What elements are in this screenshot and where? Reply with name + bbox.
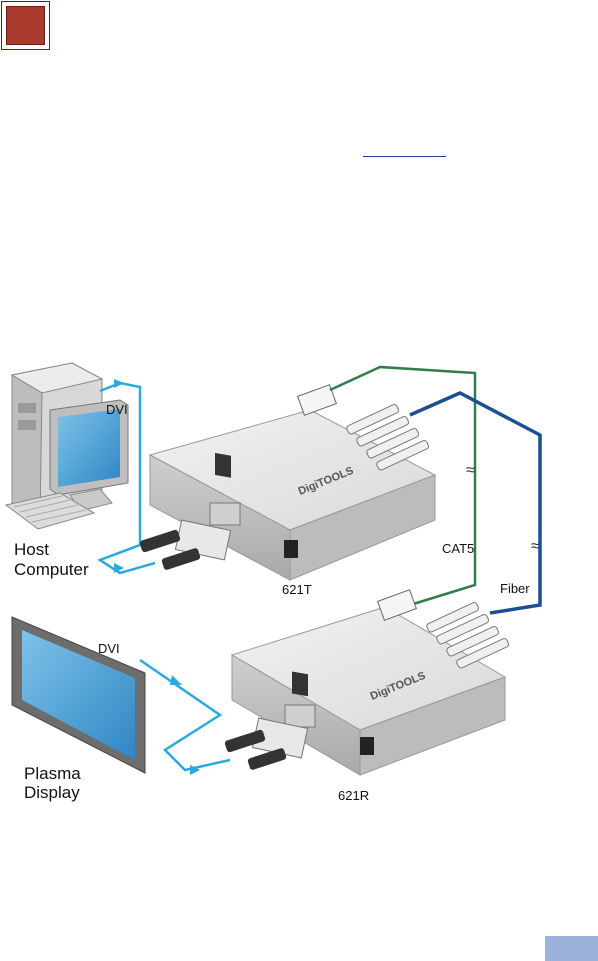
page-number-tab — [545, 936, 598, 961]
cable-break-mark-1: ≈ — [466, 462, 475, 479]
receiver-621r-icon: DigiTOOLS — [224, 589, 510, 776]
connection-diagram: DigiTOOLS ≈ ≈ — [0, 355, 560, 810]
transmitter-model-label: 621T — [282, 582, 312, 597]
fiber-label: Fiber — [500, 581, 530, 596]
plasma-display-label-1: Plasma — [24, 764, 81, 783]
cat5-label: CAT5 — [442, 541, 475, 556]
cable-break-mark-2: ≈ — [531, 538, 540, 555]
cat5-cable — [329, 365, 477, 607]
section-marker-box — [1, 1, 50, 50]
hyperlink-underline[interactable] — [363, 156, 446, 157]
host-computer-icon — [4, 362, 129, 530]
host-computer-label-1: Host — [14, 540, 49, 559]
receiver-model-label: 621R — [338, 788, 370, 803]
plasma-display-label-2: Display — [24, 783, 80, 802]
fiber-cable — [409, 391, 542, 615]
transmitter-621t-icon: DigiTOOLS — [139, 384, 437, 581]
section-marker-fill — [6, 6, 45, 45]
diagram-drawing: DigiTOOLS ≈ ≈ — [4, 362, 542, 776]
dvi-label-bottom: DVI — [98, 641, 120, 656]
plasma-display-icon — [11, 616, 146, 774]
host-computer-label-2: Computer — [14, 560, 89, 579]
dvi-cable-bottom — [139, 658, 231, 772]
dvi-label-top: DVI — [106, 402, 128, 417]
